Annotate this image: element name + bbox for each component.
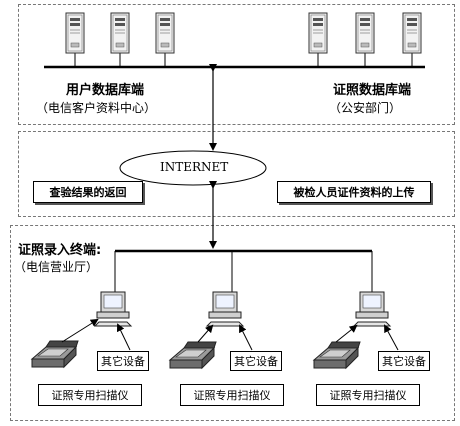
- server-tower-icon: [155, 12, 175, 54]
- terminal-label: 证照录入终端:: [18, 243, 102, 258]
- desktop-computer-icon: [94, 291, 132, 327]
- desktop-computer-icon: [206, 291, 244, 327]
- terminal-section: [10, 225, 455, 421]
- upload-box: 被检人员证件资料的上传: [277, 181, 431, 203]
- other-device-box: 其它设备: [97, 351, 149, 371]
- scanner-label-box: 证照专用扫描仪: [316, 384, 420, 406]
- user-db-sub-label: （电信客户资料中心）: [36, 101, 157, 115]
- scanner-label-box: 证照专用扫描仪: [38, 384, 142, 406]
- server-tower-icon: [110, 12, 130, 54]
- server-tower-icon: [402, 12, 422, 54]
- user-db-label: 用户数据库端: [66, 83, 145, 98]
- result-return-box: 查验结果的返回: [33, 181, 143, 203]
- flatbed-scanner-icon: [31, 340, 79, 368]
- terminal-sub-label: （电信营业厅）: [14, 260, 99, 274]
- cert-db-sub-label: （公安部门）: [329, 101, 402, 115]
- server-tower-icon: [65, 12, 85, 54]
- other-device-box: 其它设备: [378, 351, 430, 371]
- scanner-label-box: 证照专用扫描仪: [180, 384, 284, 406]
- desktop-computer-icon: [353, 291, 391, 327]
- other-device-box: 其它设备: [230, 351, 282, 371]
- internet-label: INTERNET: [160, 160, 229, 174]
- database-section: [18, 4, 455, 125]
- cert-db-label: 证照数据库端: [333, 83, 412, 98]
- flatbed-scanner-icon: [313, 341, 361, 369]
- server-tower-icon: [308, 12, 328, 54]
- flatbed-scanner-icon: [169, 341, 217, 369]
- server-tower-icon: [355, 12, 375, 54]
- internet-section: [18, 131, 455, 217]
- internet-cloud: [119, 150, 267, 186]
